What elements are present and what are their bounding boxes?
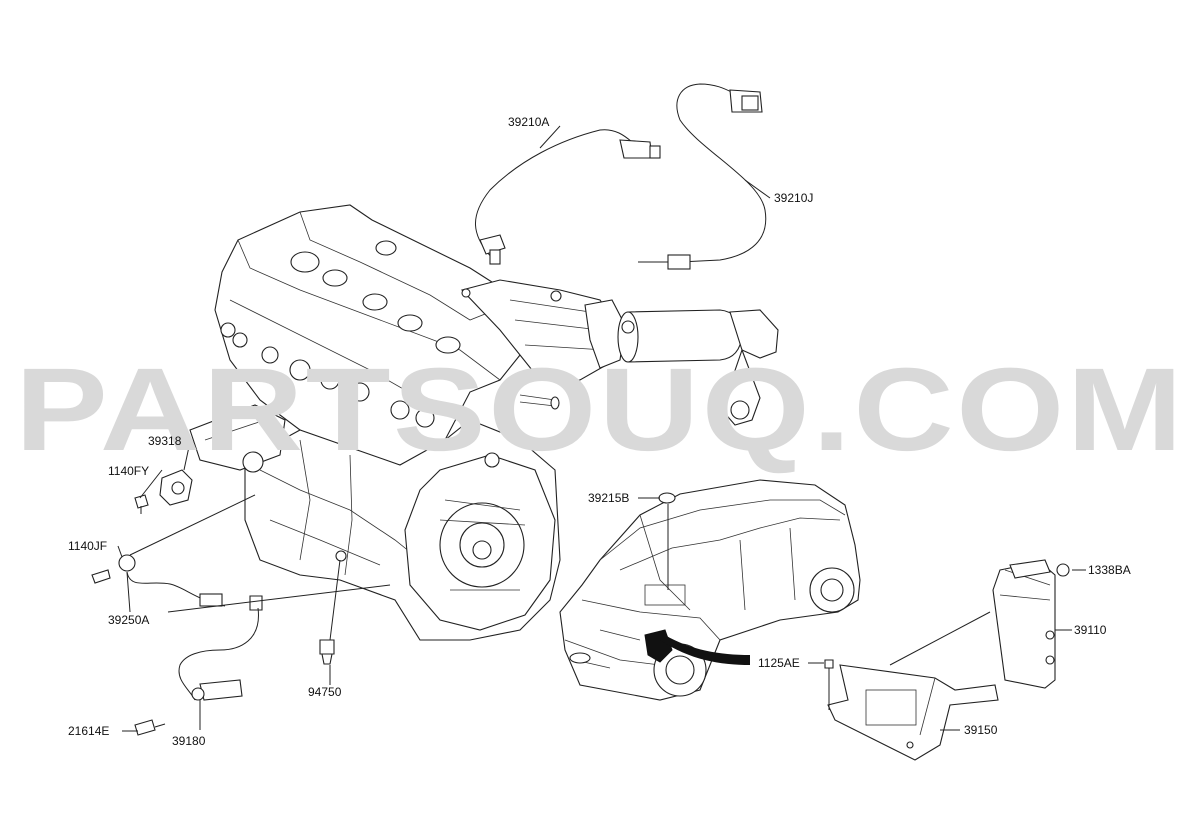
ecm-bracket xyxy=(824,659,999,761)
oil-pressure-switch xyxy=(319,550,347,665)
label-21614E: 21614E xyxy=(68,724,109,738)
engine-assembly xyxy=(189,204,561,641)
label-94750: 94750 xyxy=(308,685,342,699)
label-39110: 39110 xyxy=(1074,623,1107,637)
vehicle-location-view xyxy=(559,479,861,701)
camshaft-sensor xyxy=(134,469,193,514)
label-1125AE: 1125AE xyxy=(758,656,800,670)
label-1140JF: 1140JF xyxy=(68,539,107,553)
watermark-text: PARTSOUQ.COM xyxy=(15,344,1185,476)
oxygen-sensor-rear xyxy=(638,83,767,270)
label-39318: 39318 xyxy=(148,434,182,448)
label-39250A: 39250A xyxy=(108,613,149,627)
part-labels: 39210A 39210J 39318 1140FY 1140JF 39250A… xyxy=(68,115,1131,748)
knock-sensor xyxy=(91,554,263,611)
crankshaft-sensor xyxy=(134,607,259,736)
exhaust-manifold xyxy=(460,279,779,426)
leader-lines xyxy=(117,125,1086,732)
label-39150: 39150 xyxy=(964,723,998,737)
label-39210A: 39210A xyxy=(508,115,549,129)
label-39210J: 39210J xyxy=(774,191,813,205)
ecm-unit xyxy=(992,559,1070,689)
ecm-location-arrow xyxy=(660,635,750,665)
label-1140FY: 1140FY xyxy=(108,464,149,478)
label-1338BA: 1338BA xyxy=(1088,563,1131,577)
label-39215B: 39215B xyxy=(588,491,629,505)
oxygen-sensor-front xyxy=(475,129,661,265)
label-39180: 39180 xyxy=(172,734,206,748)
